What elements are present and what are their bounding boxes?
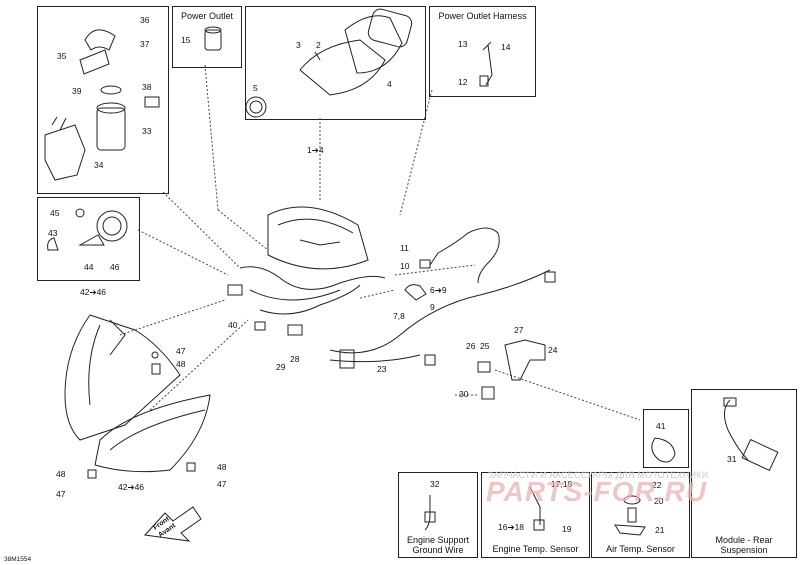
- part-label-48-a: 48: [176, 359, 186, 369]
- part-label-21: 21: [655, 525, 665, 535]
- part-label-48-b: 48: [56, 469, 66, 479]
- part-label-17-18: 17,18: [551, 479, 573, 489]
- part-label-1-4: 1➔4: [307, 145, 324, 155]
- detail-box-engine-support: Engine Support Ground Wire: [398, 472, 478, 558]
- part-label-4: 4: [387, 79, 392, 89]
- part-label-38: 38: [142, 82, 152, 92]
- detail-box-bracket: [643, 409, 689, 468]
- part-label-23: 23: [377, 364, 387, 374]
- part-label-32: 32: [430, 479, 440, 489]
- part-label-10: 10: [400, 261, 410, 271]
- detail-box-headlight-bulb: [37, 197, 140, 281]
- part-label-46: 46: [110, 262, 120, 272]
- part-label-34: 34: [94, 160, 104, 170]
- part-label-22: 22: [652, 480, 662, 490]
- part-label-26: 26: [466, 341, 476, 351]
- part-label-27: 27: [514, 325, 524, 335]
- part-label-33: 33: [142, 126, 152, 136]
- part-label-25: 25: [480, 341, 490, 351]
- part-label-5: 5: [253, 83, 258, 93]
- power-outlet-title: Power Outlet: [180, 11, 234, 21]
- part-label-29: 29: [276, 362, 286, 372]
- part-label-43: 43: [48, 228, 58, 238]
- power-outlet-harness-title: Power Outlet Harness: [438, 11, 527, 21]
- engine-temp-title: Engine Temp. Sensor: [492, 544, 579, 554]
- part-label-12: 12: [458, 77, 468, 87]
- part-label-15: 15: [181, 35, 191, 45]
- part-label-40: 40: [228, 320, 238, 330]
- part-label-16-18: 16➔18: [498, 522, 525, 532]
- part-label-37: 37: [140, 39, 150, 49]
- detail-box-engine-temp: Engine Temp. Sensor: [481, 472, 590, 558]
- part-label-19: 19: [562, 524, 572, 534]
- watermark-caption: ЗАПЧАСТИ И АКСЕССУАРЫ ДЛЯ МОТОТЕХНИКИ: [488, 470, 709, 480]
- part-label-28: 28: [290, 354, 300, 364]
- detail-box-power-outlet: Power Outlet: [172, 6, 242, 68]
- detail-box-fuel-sender: [37, 6, 169, 194]
- part-label-9: 9: [430, 302, 435, 312]
- part-label-2: 2: [316, 40, 321, 50]
- part-label-31: 31: [727, 454, 737, 464]
- detail-box-gauge: [245, 6, 426, 120]
- part-label-35: 35: [57, 51, 67, 61]
- part-label-6-9: 6➔9: [430, 285, 447, 295]
- part-label-7-8: 7,8: [393, 311, 405, 321]
- part-label-47-b: 47: [56, 489, 66, 499]
- air-temp-title: Air Temp. Sensor: [606, 544, 675, 554]
- part-label-47-c: 47: [217, 479, 227, 489]
- part-label-42-46-top: 42➔46: [80, 287, 107, 297]
- engine-support-title: Engine Support Ground Wire: [406, 535, 470, 555]
- watermark-logo: PARTS-FOR.RU: [486, 476, 707, 507]
- part-label-42-46-bottom: 42➔46: [118, 482, 145, 492]
- part-label-30: 30: [459, 389, 469, 399]
- part-label-47-a: 47: [176, 346, 186, 356]
- part-label-13: 13: [458, 39, 468, 49]
- module-rear-title: Module - Rear Suspension: [715, 535, 773, 555]
- part-label-48-c: 48: [217, 462, 227, 472]
- part-label-3: 3: [296, 40, 301, 50]
- part-label-36: 36: [140, 15, 150, 25]
- detail-box-power-outlet-harness: Power Outlet Harness: [429, 6, 536, 97]
- part-label-11: 11: [400, 243, 409, 253]
- detail-box-air-temp: Air Temp. Sensor: [591, 472, 690, 558]
- part-label-44: 44: [84, 262, 94, 272]
- part-label-41: 41: [656, 421, 666, 431]
- part-label-20: 20: [654, 496, 664, 506]
- part-label-14: 14: [501, 42, 511, 52]
- part-label-24: 24: [548, 345, 558, 355]
- part-label-39: 39: [72, 86, 82, 96]
- detail-box-module-rear: Module - Rear Suspension: [691, 389, 797, 558]
- diagram-code: 38M1554: [4, 556, 32, 563]
- part-label-45: 45: [50, 208, 60, 218]
